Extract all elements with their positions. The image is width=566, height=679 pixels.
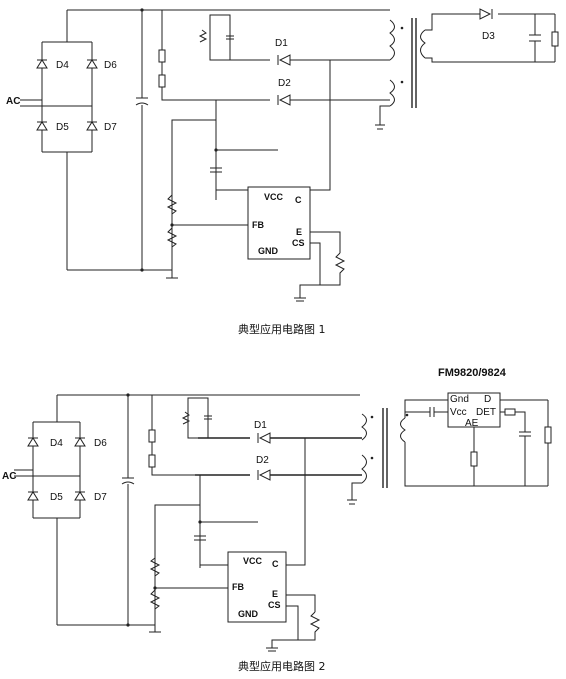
secondary-section-1: D3 (425, 8, 559, 63)
label-d1-2: D1 (254, 420, 267, 431)
label-d5-2: D5 (50, 492, 63, 503)
resistor-r2 (158, 74, 166, 88)
ic1-pin-vcc: VCC (264, 192, 284, 202)
bridge-rectifier-2: D4 D6 D5 D7 AC (2, 395, 107, 625)
controller-pin-gnd: Gnd (450, 394, 469, 405)
primary-section-2: D1 D2 (148, 395, 362, 566)
ic1-pin-fb: FB (252, 220, 264, 230)
label-d7: D7 (104, 122, 117, 133)
ae-resistor (470, 451, 478, 467)
transformer-2 (347, 408, 409, 505)
circuit-diagram-2: D4 D6 D5 D7 AC D1 (2, 367, 552, 673)
ic2-pin-c: C (272, 559, 279, 569)
resistor-r2-2 (148, 454, 156, 468)
label-d1: D1 (275, 38, 288, 49)
ic-chip-2 (227, 551, 287, 623)
diode-d4 (36, 59, 48, 69)
rails-and-bulk-cap-2 (57, 393, 360, 627)
controller-chip (447, 392, 501, 428)
label-d6-2: D6 (94, 438, 107, 449)
controller-pin-det: DET (476, 407, 496, 418)
ic-chip-1 (247, 186, 311, 260)
det-resistor (504, 408, 516, 416)
controller-pin-ae: AE (465, 418, 479, 429)
ic1-pin-gnd: GND (258, 246, 279, 256)
caption-2: 典型应用电路图 2 (238, 659, 326, 673)
controller-title: FM9820/9824 (438, 367, 507, 379)
transformer-1 (375, 18, 426, 130)
ic2-pin-e: E (272, 589, 278, 599)
label-d2: D2 (278, 78, 291, 89)
circuit-diagram-1: D4 D6 D5 D7 AC D1 (6, 8, 559, 336)
caption-1: 典型应用电路图 1 (238, 322, 326, 336)
primary-section-1: D1 D2 (158, 10, 390, 191)
control-section-2: VCC C FB E CS GND (149, 475, 321, 652)
diode-d6 (86, 59, 98, 69)
ic2-pin-gnd: GND (238, 609, 259, 619)
diode-d4-2 (27, 437, 39, 447)
control-section-1: VCC C FB E CS GND (166, 100, 346, 302)
load-resistor-1 (551, 31, 559, 47)
label-d4: D4 (56, 60, 69, 71)
label-d7-2: D7 (94, 492, 107, 503)
label-d6: D6 (104, 60, 117, 71)
controller-pin-vcc: Vcc (450, 407, 467, 418)
load-resistor-2 (544, 426, 552, 444)
ic1-pin-cs: CS (292, 238, 305, 248)
diode-d7 (86, 121, 98, 131)
bridge-rectifier-1: D4 D6 D5 D7 AC (6, 10, 117, 270)
diode-d5-2 (27, 491, 39, 501)
resistor-r1-2 (148, 429, 156, 443)
diode-d6-2 (74, 437, 86, 447)
secondary-controller-section-2: FM9820/9824 Gnd D Vcc DET AE (404, 367, 552, 487)
ic2-pin-cs: CS (268, 600, 281, 610)
ic2-pin-fb: FB (232, 582, 244, 592)
label-ac-2: AC (2, 471, 16, 482)
ic2-pin-vcc: VCC (243, 556, 263, 566)
ic1-pin-c: C (295, 195, 302, 205)
label-ac: AC (6, 96, 20, 107)
diode-d5 (36, 121, 48, 131)
controller-pin-d: D (484, 394, 491, 405)
resistor-r1 (158, 49, 166, 63)
label-d4-2: D4 (50, 438, 63, 449)
label-d2-2: D2 (256, 455, 269, 466)
label-d3: D3 (482, 31, 495, 42)
ic1-pin-e: E (296, 227, 302, 237)
diode-d7-2 (74, 491, 86, 501)
label-d5: D5 (56, 122, 69, 133)
rails-and-bulk-cap-1 (67, 8, 390, 272)
